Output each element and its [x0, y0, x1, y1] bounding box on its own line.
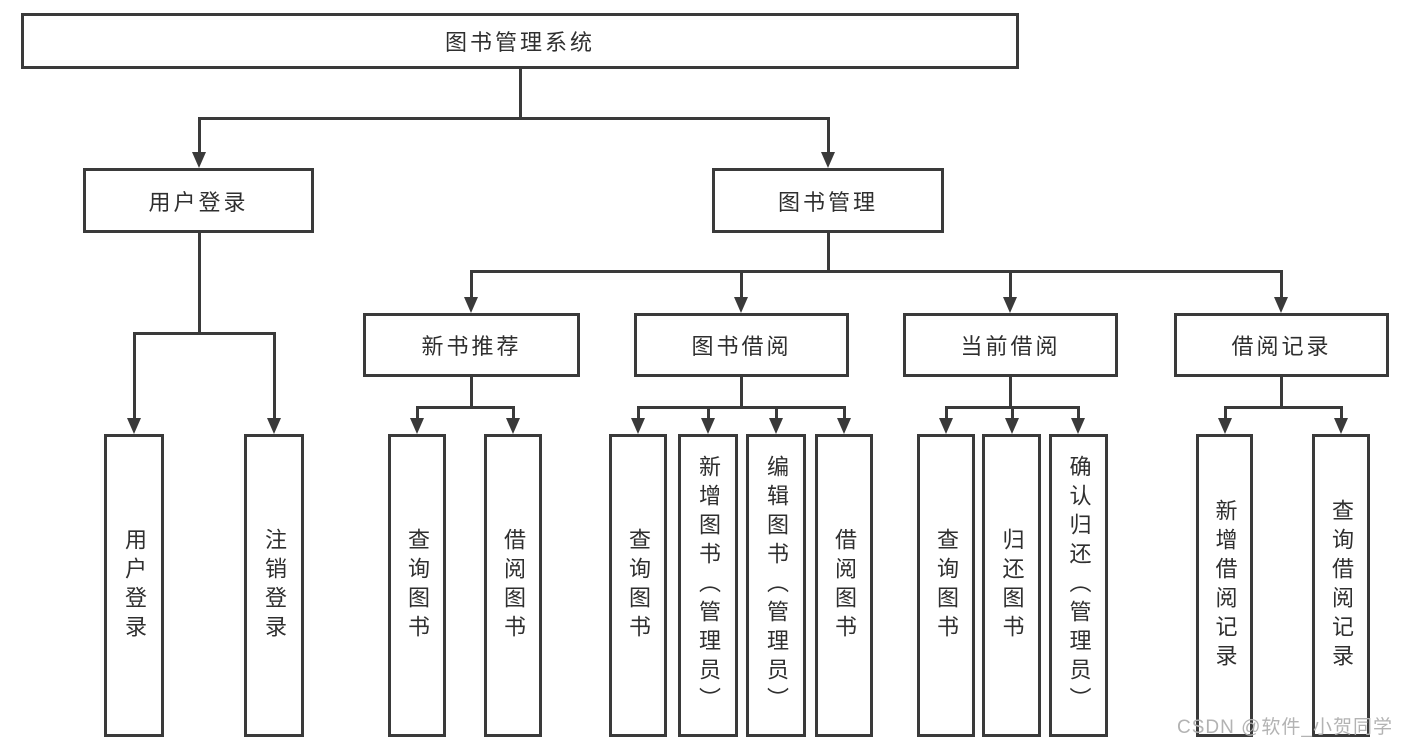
leaf-br-add-record-label: 新增借阅记录 [1212, 498, 1238, 673]
connector-line [775, 406, 778, 419]
node-new-book-recommend-label: 新书推荐 [421, 334, 522, 359]
leaf-bb-add-books-admin-label: 新增图书（管理员） [696, 455, 721, 716]
arrow-down-icon [1274, 297, 1288, 313]
arrow-down-icon [837, 418, 851, 434]
connector-line [827, 233, 830, 272]
connector-line [637, 406, 640, 419]
leaf-cb-confirm-return-admin-label: 确认归还（管理员） [1066, 455, 1092, 716]
node-library-management-system: 图书管理系统 [21, 13, 1019, 69]
arrow-down-icon [821, 152, 835, 168]
leaf-bb-query-books-label: 查询图书 [626, 527, 651, 644]
connector-line [470, 377, 473, 408]
node-book-management: 图书管理 [712, 168, 944, 233]
node-borrowing-records-label: 借阅记录 [1231, 334, 1332, 359]
leaf-bb-add-books-admin: 新增图书（管理员） [678, 434, 738, 737]
connector-line [1224, 406, 1342, 409]
connector-line [1280, 270, 1283, 298]
connector-line [740, 377, 743, 408]
connector-line [519, 69, 522, 118]
leaf-cb-confirm-return-admin: 确认归还（管理员） [1049, 434, 1108, 737]
node-book-management-label: 图书管理 [777, 189, 878, 215]
node-new-book-recommend: 新书推荐 [363, 313, 580, 377]
arrow-down-icon [701, 418, 715, 434]
watermark-text: CSDN @软件_小贺同学 [1177, 717, 1393, 738]
leaf-nbr-query-books: 查询图书 [388, 434, 446, 737]
arrow-down-icon [267, 418, 281, 434]
arrow-down-icon [127, 418, 141, 434]
node-library-management-system-label: 图书管理系统 [444, 30, 595, 55]
node-book-borrowing-label: 图书借阅 [691, 334, 792, 359]
leaf-nbr-borrow-books-label: 借阅图书 [501, 527, 526, 644]
connector-line [637, 406, 845, 409]
connector-line [133, 332, 276, 335]
connector-line [133, 332, 136, 419]
leaf-br-query-record: 查询借阅记录 [1312, 434, 1370, 737]
arrow-down-icon [939, 418, 953, 434]
leaf-logout-login-label: 注销登录 [262, 527, 287, 644]
leaf-cb-return-books: 归还图书 [982, 434, 1041, 737]
arrow-down-icon [192, 152, 206, 168]
node-user-login-label: 用户登录 [148, 189, 249, 215]
connector-line [843, 406, 846, 419]
connector-line [198, 233, 201, 333]
node-borrowing-records: 借阅记录 [1174, 313, 1389, 377]
connector-line [740, 270, 743, 298]
leaf-bb-query-books: 查询图书 [609, 434, 667, 737]
arrow-down-icon [631, 418, 645, 434]
connector-line [198, 117, 201, 154]
leaf-nbr-query-books-label: 查询图书 [405, 527, 430, 644]
arrow-down-icon [506, 418, 520, 434]
connector-line [1224, 406, 1227, 419]
node-user-login: 用户登录 [83, 168, 314, 233]
connector-line [512, 406, 515, 419]
leaf-nbr-borrow-books: 借阅图书 [484, 434, 542, 737]
leaf-logout-login: 注销登录 [244, 434, 304, 737]
connector-line [945, 406, 948, 419]
leaf-cb-return-books-label: 归还图书 [999, 527, 1025, 644]
leaf-br-query-record-label: 查询借阅记录 [1329, 498, 1354, 673]
arrow-down-icon [1071, 418, 1085, 434]
leaf-cb-query-books: 查询图书 [917, 434, 975, 737]
connector-line [416, 406, 419, 419]
leaf-cb-query-books-label: 查询图书 [934, 527, 959, 644]
leaf-bb-borrow-books-label: 借阅图书 [832, 527, 857, 644]
arrow-down-icon [769, 418, 783, 434]
connector-line [273, 332, 276, 419]
leaf-user-login-label: 用户登录 [122, 527, 147, 644]
leaf-bb-edit-books-admin: 编辑图书（管理员） [746, 434, 806, 737]
connector-line [1009, 270, 1012, 298]
arrow-down-icon [734, 297, 748, 313]
connector-line [198, 117, 830, 120]
arrow-down-icon [1005, 418, 1019, 434]
arrow-down-icon [464, 297, 478, 313]
arrow-down-icon [410, 418, 424, 434]
arrow-down-icon [1334, 418, 1348, 434]
connector-line [1340, 406, 1343, 419]
connector-line [470, 270, 473, 298]
leaf-user-login: 用户登录 [104, 434, 164, 737]
arrow-down-icon [1003, 297, 1017, 313]
connector-line [1009, 377, 1012, 408]
node-current-borrowing: 当前借阅 [903, 313, 1118, 377]
node-current-borrowing-label: 当前借阅 [960, 334, 1061, 359]
leaf-bb-borrow-books: 借阅图书 [815, 434, 873, 737]
leaf-bb-edit-books-admin-label: 编辑图书（管理员） [764, 455, 789, 716]
node-book-borrowing: 图书借阅 [634, 313, 849, 377]
leaf-br-add-record: 新增借阅记录 [1196, 434, 1253, 737]
arrow-down-icon [1218, 418, 1232, 434]
connector-line [827, 117, 830, 154]
connector-line [1077, 406, 1080, 419]
connector-line [1280, 377, 1283, 408]
connector-line [1011, 406, 1014, 419]
connector-line [707, 406, 710, 419]
connector-line [470, 270, 1282, 273]
connector-line [416, 406, 515, 409]
